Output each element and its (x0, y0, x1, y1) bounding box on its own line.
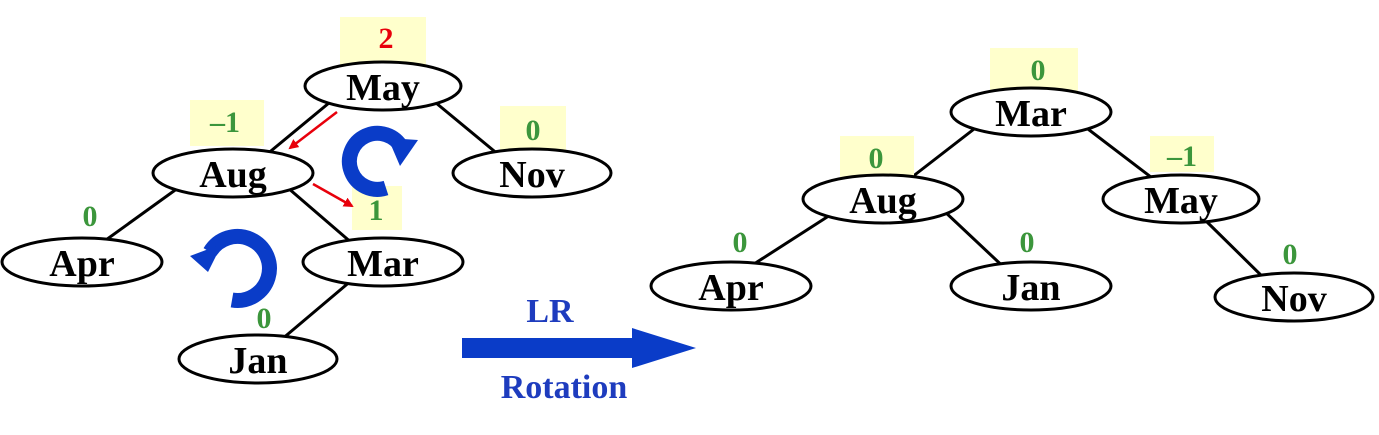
bf-bg-aug (840, 136, 914, 180)
bf-may: 2 (379, 22, 394, 55)
pointer-aug-to-mar (312, 182, 354, 208)
node-label-mar: Mar (347, 243, 419, 285)
node-mar: Mar (301, 236, 465, 288)
clockwise-rotation-icon (341, 125, 418, 197)
transition: LR Rotation (462, 293, 696, 406)
bf-mar: 1 (369, 194, 384, 227)
bf-apr: 0 (733, 226, 748, 259)
edge-may-aug (259, 96, 336, 162)
node-label-apr: Apr (49, 243, 115, 285)
counterclockwise-rotation-icon (190, 228, 277, 308)
edge-may-nov (1203, 218, 1272, 286)
node-mar: Mar (949, 86, 1113, 138)
node-label-aug: Aug (849, 180, 917, 222)
node-nov: Nov (1213, 271, 1375, 323)
node-jan: Jan (177, 333, 339, 385)
bf-aug: –1 (209, 106, 240, 139)
edge-mar-aug (902, 124, 979, 186)
node-label-may: May (1144, 180, 1218, 222)
bf-nov: 0 (1283, 238, 1298, 271)
transition-label-top: LR (526, 293, 574, 330)
node-label-nov: Nov (1261, 278, 1326, 320)
node-apr: Apr (0, 236, 164, 288)
node-label-jan: Jan (228, 340, 287, 382)
after-tree: Mar Aug May Apr Jan Nov 0 0 –1 0 0 0 (649, 48, 1375, 323)
bf-may: –1 (1166, 140, 1197, 173)
bf-bg-nov (500, 106, 566, 150)
bf-bg-may (340, 17, 426, 65)
bf-bg-may (1150, 136, 1214, 172)
edge-mar-jan (274, 278, 353, 347)
bf-mar: 0 (1031, 54, 1046, 87)
bf-nov: 0 (526, 114, 541, 147)
node-may: May (303, 60, 463, 112)
node-label-nov: Nov (499, 154, 564, 196)
edge-mar-may (1083, 124, 1161, 186)
bf-apr: 0 (83, 200, 98, 233)
node-nov: Nov (451, 147, 613, 199)
right-arrow-icon (462, 328, 696, 368)
node-label-jan: Jan (1001, 267, 1060, 309)
node-label-may: May (346, 67, 420, 109)
bf-jan: 0 (1020, 226, 1035, 259)
pointer-may-to-aug (288, 111, 338, 150)
edge-may-nov (429, 96, 506, 162)
bf-jan: 0 (257, 302, 272, 335)
bf-bg-aug (190, 100, 264, 146)
node-aug: Aug (151, 147, 315, 199)
node-aug: Aug (801, 173, 965, 225)
before-tree: May Aug Nov Apr Mar Jan 2 –1 0 0 1 0 (0, 17, 613, 385)
node-may: May (1101, 173, 1261, 225)
node-label-apr: Apr (698, 267, 764, 309)
bf-aug: 0 (869, 142, 884, 175)
node-label-mar: Mar (995, 93, 1067, 135)
node-jan: Jan (949, 260, 1113, 312)
transition-label-bottom: Rotation (501, 369, 628, 406)
bf-bg-mar (990, 48, 1078, 92)
node-apr: Apr (649, 260, 813, 312)
node-label-aug: Aug (199, 154, 267, 196)
